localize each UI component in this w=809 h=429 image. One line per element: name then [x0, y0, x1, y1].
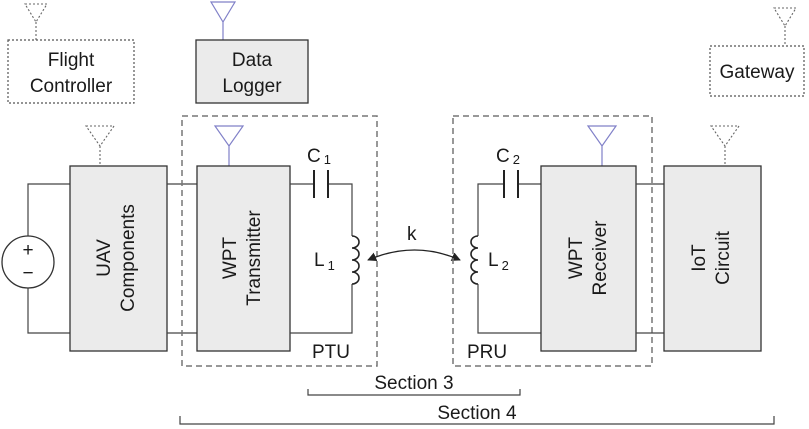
flight-controller-label-1: Flight	[48, 50, 95, 71]
inductor-l2	[470, 235, 479, 285]
ptu-label: PTU	[312, 342, 350, 363]
coupling-label: k	[407, 224, 417, 245]
wpt-transmitter-block: WPT Transmitter	[196, 125, 291, 352]
antenna-icon	[773, 7, 797, 46]
gateway-block: Gateway	[709, 7, 805, 97]
section-4-bracket: Section 4	[179, 403, 775, 425]
section-3-label: Section 3	[374, 373, 453, 394]
flight-controller-block: Flight Controller	[7, 3, 135, 104]
wpt-transmitter-label-1: WPT	[220, 237, 241, 280]
pru-region	[452, 115, 653, 367]
coupling-arrow	[367, 249, 461, 261]
antenna-icon	[586, 125, 618, 166]
uav-components-label-1: UAV	[94, 239, 115, 277]
antenna-icon	[709, 125, 741, 166]
voltage-source: + −	[1, 183, 70, 334]
iot-circuit-label-1: IoT	[689, 244, 710, 272]
wpt-transmitter-label-2: Transmitter	[244, 210, 265, 306]
antenna-icon	[213, 125, 245, 166]
section-4-label: Section 4	[437, 403, 517, 424]
wpt-receiver-block: WPT Receiver	[540, 125, 637, 352]
uav-components-block: UAV Components	[69, 125, 168, 352]
uav-components-label-2: Components	[118, 204, 139, 312]
data-logger-label-2: Logger	[222, 76, 282, 97]
antenna-icon	[24, 3, 48, 40]
pru-label: PRU	[467, 342, 507, 363]
section-3-bracket: Section 3	[307, 373, 521, 396]
iot-circuit-label-2: Circuit	[713, 230, 734, 285]
iot-circuit-block: IoT Circuit	[663, 125, 762, 352]
antenna-icon	[209, 1, 237, 40]
ptu-region	[181, 115, 378, 367]
data-logger-label-1: Data	[232, 50, 273, 71]
flight-controller-label-2: Controller	[30, 76, 113, 97]
antenna-icon	[84, 125, 116, 166]
data-logger-block: Data Logger	[195, 1, 309, 104]
wpt-receiver-label-1: WPT	[566, 237, 587, 280]
source-plus: +	[22, 240, 33, 261]
wpt-receiver-label-2: Receiver	[590, 220, 611, 296]
gateway-label: Gateway	[720, 62, 795, 83]
inductor-l1	[351, 235, 360, 285]
source-minus: −	[22, 263, 33, 284]
